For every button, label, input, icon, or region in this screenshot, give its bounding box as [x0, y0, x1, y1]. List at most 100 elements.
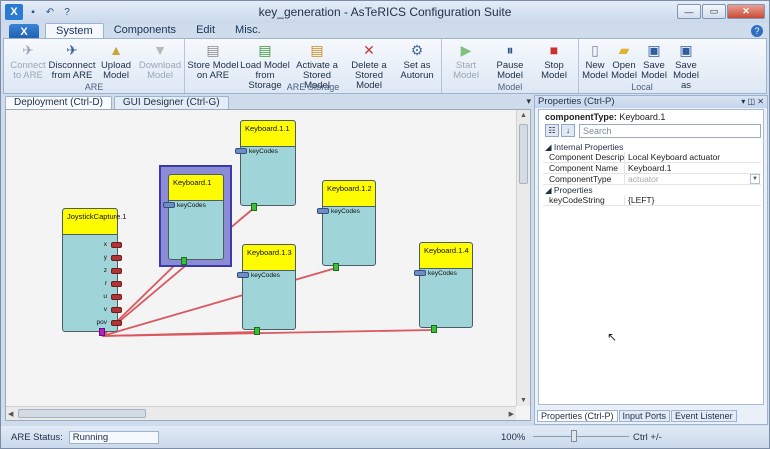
output-port-x[interactable]	[111, 242, 122, 248]
download-label: Download Model	[138, 60, 182, 81]
output-port-v[interactable]	[111, 307, 122, 313]
scroll-thumb[interactable]	[519, 124, 528, 184]
property-row[interactable]: Component Name Keyboard.1	[543, 163, 761, 174]
property-search-input[interactable]: Search	[579, 124, 761, 138]
start-icon: ▶	[460, 42, 472, 58]
event-listener-port[interactable]	[333, 263, 339, 271]
are-status-label: ARE Status:	[11, 431, 63, 443]
document-tabs: Deployment (Ctrl-D) GUI Designer (Ctrl-G…	[5, 95, 533, 109]
scroll-up-icon[interactable]: ▲	[520, 112, 527, 119]
event-listener-port[interactable]	[254, 327, 260, 335]
canvas-horizontal-scrollbar[interactable]: ◀ ▶	[6, 406, 516, 420]
connect-icon: ✈	[22, 42, 34, 58]
stop-button[interactable]: ■ Stop Model	[532, 40, 576, 93]
input-port-keycodes[interactable]	[237, 272, 249, 278]
delete-button[interactable]: ✕ Delete a Stored Model	[343, 40, 395, 93]
upload-button[interactable]: ▲ Upload Model	[94, 40, 138, 93]
app-menu-button[interactable]: X	[9, 24, 39, 39]
pause-icon: ⏸	[506, 42, 514, 58]
tab-misc[interactable]: Misc.	[235, 24, 261, 36]
event-trigger-port[interactable]	[99, 328, 105, 336]
maximize-button[interactable]: ▭	[702, 4, 726, 19]
zoom-slider-track[interactable]	[533, 436, 629, 437]
save-model-button[interactable]: ▣ Save Model	[639, 40, 669, 93]
tab-deployment[interactable]: Deployment (Ctrl-D)	[5, 96, 112, 109]
input-port-keycodes[interactable]	[235, 148, 247, 154]
undo-icon[interactable]: ↶	[45, 6, 55, 18]
ribbon-help-icon[interactable]: ?	[751, 25, 763, 37]
category-properties[interactable]: ◢ Properties	[545, 185, 593, 195]
activate-button[interactable]: ▤ Activate a Stored Model	[291, 40, 343, 93]
tab-edit[interactable]: Edit	[196, 24, 216, 36]
keyboard-1-4-component[interactable]: Keyboard.1.4 keyCodes	[414, 242, 473, 333]
tab-input-ports[interactable]: Input Ports	[618, 410, 671, 422]
save-icon[interactable]: ▪	[31, 6, 35, 18]
output-port-y[interactable]	[111, 255, 122, 261]
category-internal-properties[interactable]: ◢ Internal Properties	[545, 142, 624, 152]
zoom-slider-thumb[interactable]	[571, 430, 577, 442]
component-type-value: Keyboard.1	[619, 112, 666, 122]
tab-menu-icon[interactable]: ▾	[526, 96, 531, 106]
store-button[interactable]: ▤ Store Model on ARE	[187, 40, 239, 93]
output-port-u[interactable]	[111, 294, 122, 300]
scroll-down-icon[interactable]: ▼	[520, 397, 527, 404]
joystick-capture-component[interactable]: JoystickCapture.1 x y z r u v pov	[62, 208, 127, 336]
output-port-r[interactable]	[111, 281, 122, 287]
download-button[interactable]: ▼ Download Model	[138, 40, 182, 93]
tab-event-listener[interactable]: Event Listener	[671, 410, 737, 422]
scroll-left-icon[interactable]: ◀	[8, 411, 14, 418]
input-port-keycodes[interactable]	[163, 202, 175, 208]
new-model-button[interactable]: ▯ New Model	[581, 40, 609, 93]
event-link-3[interactable]	[101, 267, 337, 337]
event-link-5[interactable]	[101, 329, 433, 337]
tab-system[interactable]: System	[45, 23, 104, 39]
output-port-z[interactable]	[111, 268, 122, 274]
save-model-as-button[interactable]: ▣ Save Model as	[669, 40, 703, 93]
keyboard-1-component[interactable]: Keyboard.1 keyCodes	[163, 174, 224, 265]
properties-title: Properties (Ctrl-P) ▾ ◫ ✕	[535, 96, 767, 108]
app-logo-icon[interactable]: X	[5, 4, 23, 20]
tab-properties[interactable]: Properties (Ctrl-P)	[537, 410, 618, 422]
disconnect-button[interactable]: ✈ Disconnect from ARE	[49, 40, 96, 93]
event-listener-port[interactable]	[251, 203, 257, 211]
autorun-button[interactable]: ⚙ Set as Autorun	[395, 40, 439, 93]
pin-icon[interactable]: ▾ ◫ ✕	[741, 97, 764, 106]
categorized-icon[interactable]: ☷	[545, 124, 559, 137]
properties-title-text: Properties (Ctrl-P)	[538, 96, 615, 107]
tab-gui-designer[interactable]: GUI Designer (Ctrl-G)	[113, 96, 229, 109]
deployment-canvas[interactable]: JoystickCapture.1 x y z r u v pov K	[6, 110, 516, 406]
load-label: Load Model from Storage	[240, 60, 290, 91]
keyboard-1-3-component[interactable]: Keyboard.1.3 keyCodes	[237, 244, 296, 335]
canvas-vertical-scrollbar[interactable]: ▲ ▼	[516, 110, 530, 406]
scroll-thumb[interactable]	[18, 409, 146, 418]
start-button[interactable]: ▶ Start Model	[444, 40, 488, 93]
property-row[interactable]: keyCodeString {LEFT}	[543, 195, 761, 206]
minimize-button[interactable]: —	[677, 4, 701, 19]
load-button[interactable]: ▤ Load Model from Storage	[239, 40, 291, 93]
port-label-keycodes: keyCodes	[251, 272, 280, 279]
help-icon[interactable]: ?	[64, 6, 70, 18]
property-value-input[interactable]: {LEFT}	[628, 195, 655, 205]
group-are: ✈ Connect to ARE ✈ Disconnect from ARE ▲…	[4, 39, 185, 93]
scroll-right-icon[interactable]: ▶	[508, 411, 514, 418]
keyboard-1-1-component[interactable]: Keyboard.1.1 keyCodes	[235, 120, 296, 211]
output-port-pov[interactable]	[111, 320, 122, 326]
tab-components[interactable]: Components	[113, 24, 177, 36]
component-title: Keyboard.1	[169, 175, 223, 201]
open-model-button[interactable]: ▰ Open Model	[609, 40, 639, 93]
port-label-keycodes: keyCodes	[177, 202, 206, 209]
event-listener-port[interactable]	[431, 325, 437, 333]
close-button[interactable]: ✕	[727, 4, 765, 19]
property-row[interactable]: ComponentType actuator ▼	[543, 174, 761, 185]
folder-icon: ▰	[618, 42, 630, 58]
event-listener-port[interactable]	[181, 257, 187, 265]
pause-button[interactable]: ⏸ Pause Model	[488, 40, 532, 93]
connect-button[interactable]: ✈ Connect to ARE	[6, 40, 50, 93]
property-key: ComponentType	[543, 174, 625, 184]
input-port-keycodes[interactable]	[317, 208, 329, 214]
keyboard-1-2-component[interactable]: Keyboard.1.2 keyCodes	[317, 180, 376, 271]
input-port-keycodes[interactable]	[414, 270, 426, 276]
property-row[interactable]: Component Descriptic Local Keyboard actu…	[543, 152, 761, 163]
sort-alpha-icon[interactable]: ↓	[561, 124, 575, 137]
dropdown-arrow-icon[interactable]: ▼	[750, 174, 760, 184]
